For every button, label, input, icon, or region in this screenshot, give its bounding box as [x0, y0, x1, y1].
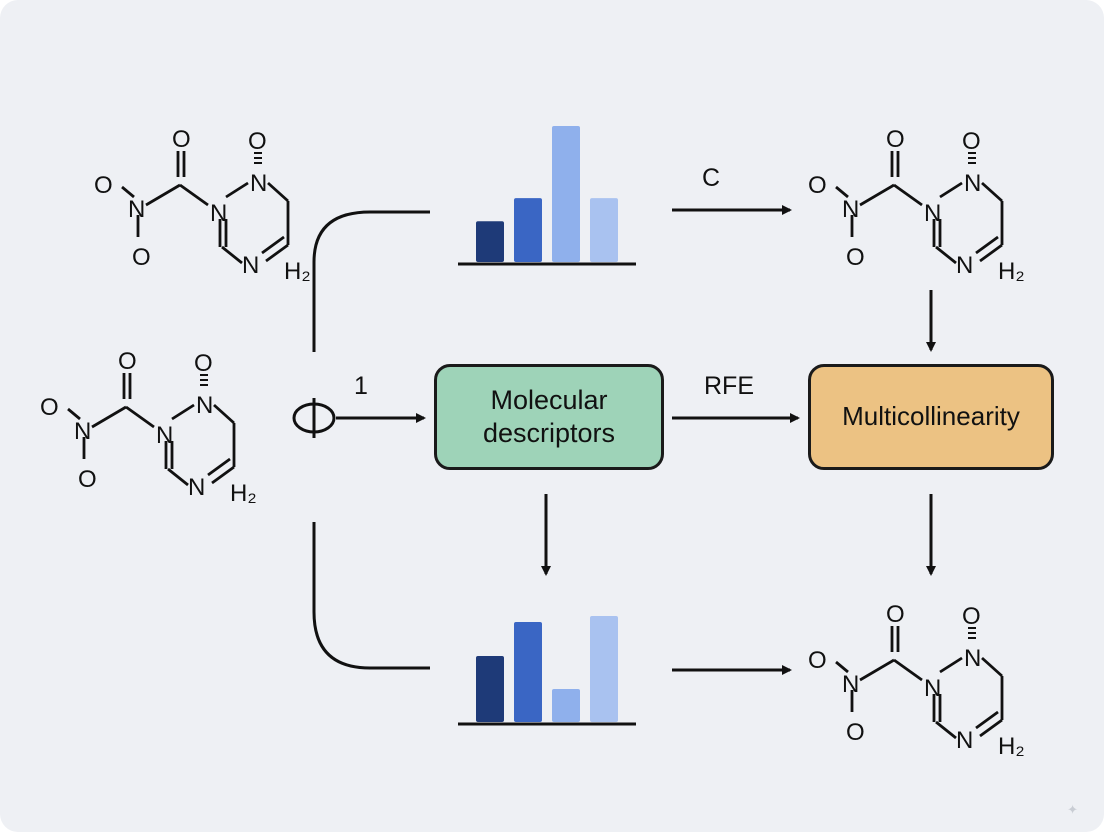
atom-n: N [964, 170, 981, 197]
atom-o: O [172, 126, 191, 153]
atom-n: N [964, 645, 981, 672]
atom-h2: H₂ [230, 480, 257, 507]
atom-o: O [78, 466, 97, 493]
atom-o: O [132, 244, 151, 271]
multicollinearity-node: Multicollinearity [808, 364, 1054, 470]
atom-n: N [956, 727, 973, 754]
atom-o: O [808, 172, 827, 199]
bar-bottom-1 [476, 656, 504, 722]
atom-o: O [846, 244, 865, 271]
atom-o: O [40, 394, 59, 421]
atom-n: N [924, 200, 941, 227]
molecule-structure-top-right: O O N O N O N N H₂ [808, 126, 1025, 285]
atom-o: O [886, 126, 905, 153]
atom-o: O [94, 172, 113, 199]
edge-label-rfe: RFE [704, 372, 754, 400]
atom-n: N [156, 422, 173, 449]
atom-n: N [842, 671, 859, 698]
bar-top-4 [590, 198, 618, 262]
atom-o: O [118, 348, 137, 375]
watermark-logo: ✦ [1067, 803, 1078, 818]
atom-o: O [808, 647, 827, 674]
atom-o: O [248, 128, 267, 155]
bar-top-1 [476, 221, 504, 262]
atom-h2: H₂ [284, 258, 311, 285]
connector-curve-bottom [312, 522, 430, 670]
bar-bottom-3 [552, 689, 580, 722]
atom-n: N [842, 196, 859, 223]
atom-n: N [250, 170, 267, 197]
atom-n: N [242, 252, 259, 279]
atom-n: N [196, 392, 213, 419]
atom-o: O [962, 603, 981, 630]
molecular-descriptors-node: Molecular descriptors [434, 364, 664, 470]
connector-curve-top [312, 210, 430, 352]
bar-top-3 [552, 126, 580, 262]
atom-n: N [188, 474, 205, 501]
atom-o: O [886, 601, 905, 628]
bar-bottom-4 [590, 616, 618, 722]
atom-o: O [194, 350, 213, 377]
atom-n: N [956, 252, 973, 279]
edge-label-c: C [702, 164, 720, 192]
multicollinearity-label: Multicollinearity [842, 401, 1020, 432]
bar-bottom-2 [514, 622, 542, 722]
atom-o: O [962, 128, 981, 155]
atom-n: N [210, 200, 227, 227]
bar-chart-icon-top [476, 126, 618, 262]
atom-o: O [846, 719, 865, 746]
atom-n: N [924, 675, 941, 702]
molecular-descriptors-label: Molecular descriptors [482, 385, 616, 448]
atom-h2: H₂ [998, 258, 1025, 285]
atom-n: N [74, 418, 91, 445]
molecule-structure-left: O O N O N O N N H₂ [40, 348, 257, 507]
bar-chart-icon-bottom [476, 616, 618, 722]
edge-label-1: 1 [354, 372, 368, 400]
molecule-structure-bottom-right: O O N O N O N N H₂ [808, 601, 1025, 760]
atom-h2: H₂ [998, 733, 1025, 760]
bar-top-2 [514, 198, 542, 262]
molecule-structure-top-left: O O N O N O N N H₂ [94, 126, 311, 285]
atom-n: N [128, 196, 145, 223]
